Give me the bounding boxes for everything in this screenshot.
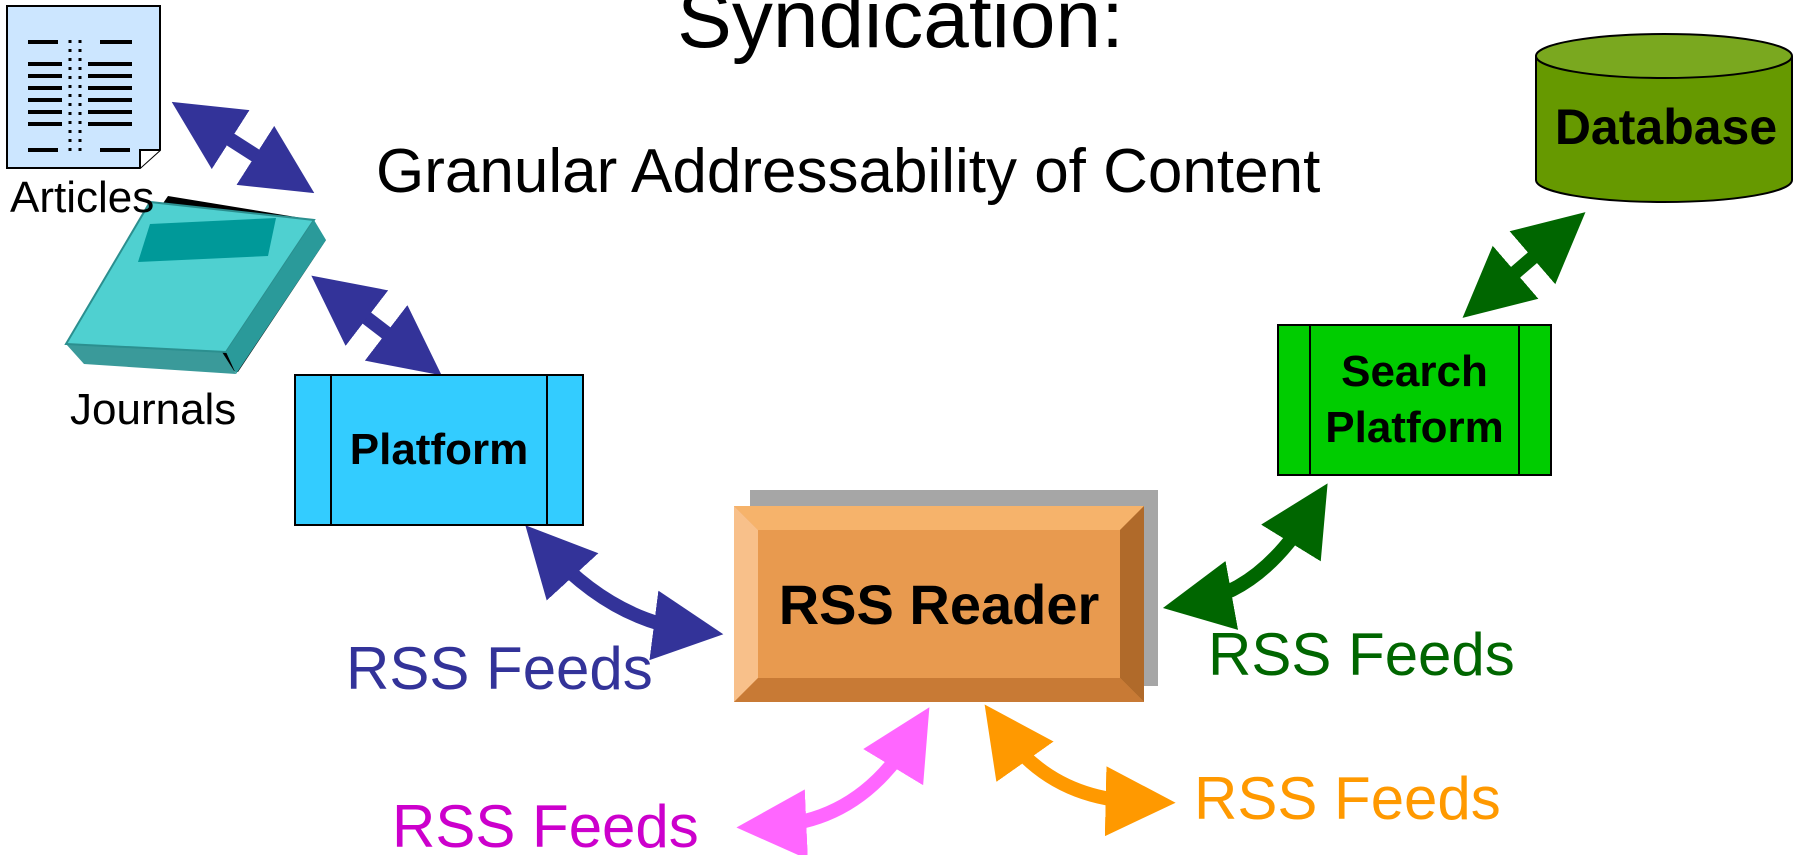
platform-box: Platform [294, 374, 584, 526]
rss-reader-label: RSS Reader [778, 572, 1100, 636]
articles-label: Articles [10, 173, 155, 222]
database-label: Database [1554, 99, 1778, 155]
database-search-arrow [1462, 212, 1586, 318]
rss-feeds-green-label: RSS Feeds [1208, 621, 1515, 688]
journals-platform-arrow [311, 275, 442, 376]
platform-rss-reader-arrow [525, 525, 724, 661]
rss-feeds-blue-label: RSS Feeds [346, 635, 653, 702]
journals-book-icon [64, 196, 326, 374]
rss-feeds-magenta-label: RSS Feeds [392, 793, 699, 860]
orange-feeds-arrow [984, 704, 1176, 837]
rss-reader-bevel [734, 490, 1158, 702]
database-cylinder [1535, 33, 1793, 203]
magenta-feeds-arrow [736, 707, 930, 855]
articles-journals-arrow [171, 101, 315, 194]
search-platform-label: Search Platform [1325, 347, 1504, 452]
slide-title: Syndication: [677, 0, 1124, 65]
platform-label: Platform [349, 425, 529, 474]
journals-label: Journals [70, 385, 237, 434]
articles-document-icon [6, 5, 161, 169]
rss-feeds-orange-label: RSS Feeds [1194, 765, 1501, 832]
search-platform-box: Search Platform [1277, 324, 1552, 476]
slide-subtitle: Granular Addressability of Content [376, 137, 1321, 206]
search-rss-reader-arrow [1162, 483, 1328, 630]
rss-reader-box: RSS Reader [734, 506, 1144, 702]
